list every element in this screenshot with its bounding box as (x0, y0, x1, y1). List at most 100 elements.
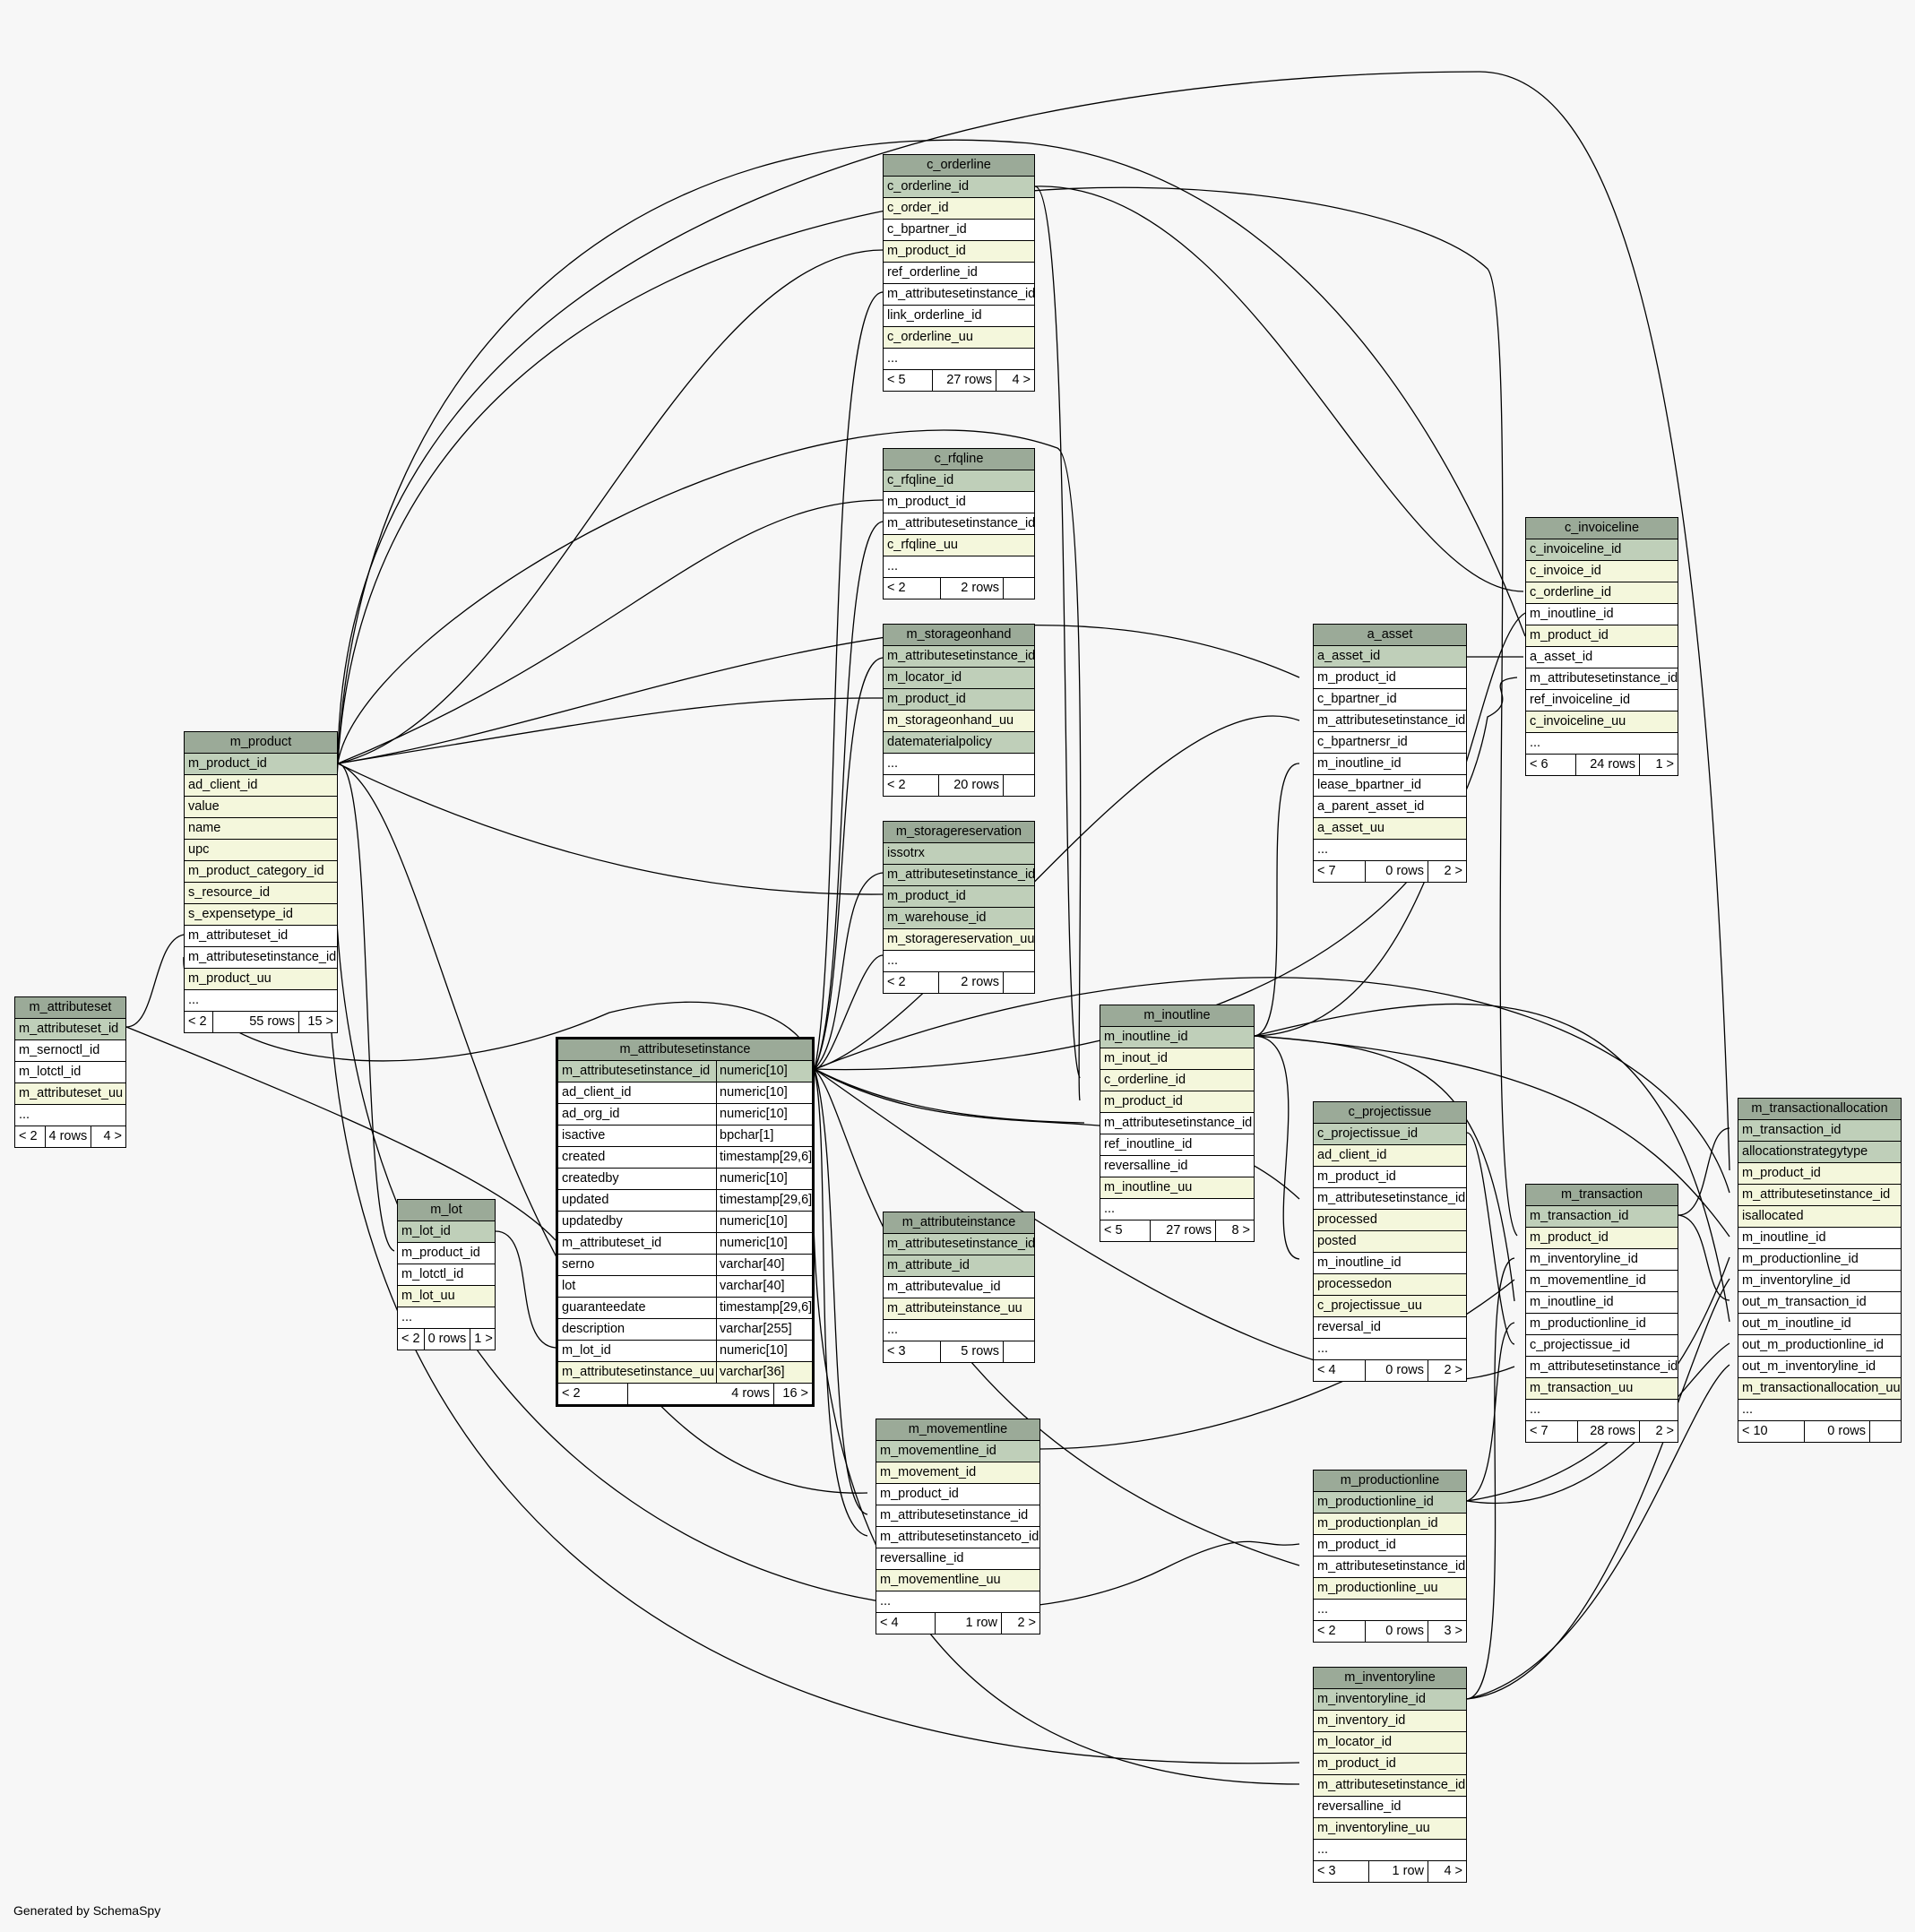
children-count[interactable]: 2 > (1444, 864, 1462, 878)
parents-count[interactable]: < 4 (876, 1613, 936, 1634)
table-column-row: s_expensetype_id (185, 904, 337, 926)
children-count[interactable]: 4 > (1444, 1864, 1462, 1878)
table-title: m_productionline (1314, 1471, 1466, 1492)
parents-count[interactable]: < 4 (1314, 1360, 1366, 1381)
parents-count[interactable]: < 10 (1738, 1421, 1805, 1442)
table-column-row: reversal_id (1314, 1317, 1466, 1339)
parents-count[interactable]: < 2 (15, 1126, 46, 1147)
children-count[interactable] (1870, 1421, 1901, 1442)
table-column-row: m_product_id (884, 492, 1034, 513)
children-count[interactable] (1004, 972, 1034, 993)
column-name: m_attributesetinstance_id (562, 1064, 711, 1078)
column-name: isactive (562, 1128, 606, 1143)
children-count[interactable] (1004, 578, 1034, 599)
column-type: varchar[40] (716, 1255, 812, 1275)
children-count[interactable]: 2 > (1444, 1363, 1462, 1377)
table-column-row: out_m_productionline_id (1738, 1335, 1901, 1357)
children-count[interactable]: 3 > (1444, 1624, 1462, 1638)
table-column-row: m_inoutline_id (1314, 1253, 1466, 1274)
column-name: ... (1317, 842, 1329, 857)
table-column-row: m_storageonhand_uu (884, 711, 1034, 732)
column-name: m_inventoryline_uu (1317, 1821, 1430, 1835)
column-name: upc (188, 842, 210, 857)
parents-count[interactable]: < 2 (884, 578, 941, 599)
children-count[interactable]: 4 > (1012, 373, 1031, 387)
parents-count[interactable]: < 2 (1314, 1621, 1366, 1642)
table-column-row: m_inoutline_id (1314, 754, 1466, 775)
column-name: m_product_id (1104, 1094, 1183, 1108)
children-count[interactable]: 15 > (307, 1014, 333, 1029)
table-column-row: ref_orderline_id (884, 263, 1034, 284)
table-column-row: m_inoutline_id (1738, 1228, 1901, 1249)
column-name: m_attributesetinstance_id (1317, 1778, 1466, 1792)
row-count: 2 rows (941, 578, 1004, 599)
column-name: m_product_id (1317, 1538, 1396, 1552)
row-count: 1 row (936, 1613, 1002, 1634)
column-name: m_attributesetinstance_uu (562, 1365, 715, 1379)
children-count[interactable]: 1 > (474, 1332, 493, 1346)
column-name: ... (1317, 1341, 1329, 1356)
table-column-row: m_movementline_id (1526, 1271, 1678, 1292)
column-name: m_movement_id (880, 1465, 977, 1479)
parents-count[interactable]: < 2 (558, 1384, 628, 1404)
column-name: out_m_inoutline_id (1742, 1316, 1851, 1331)
children-count[interactable]: 16 > (782, 1386, 808, 1401)
table-column-row: m_attributevalue_id (884, 1277, 1034, 1298)
row-count: 2 rows (939, 972, 1004, 993)
column-name: ... (188, 993, 200, 1007)
row-count: 5 rows (941, 1341, 1004, 1362)
parents-count[interactable]: < 2 (185, 1012, 213, 1032)
children-count[interactable] (1004, 775, 1034, 796)
parents-count[interactable]: < 6 (1526, 755, 1576, 775)
table-column-row: m_attributeinstance_uu (884, 1298, 1034, 1320)
parents-count[interactable]: < 7 (1526, 1421, 1578, 1442)
table-column-row: m_productionline_id (1738, 1249, 1901, 1271)
parents-count[interactable]: < 2 (398, 1329, 425, 1350)
children-count[interactable]: 1 > (1655, 757, 1674, 772)
table-column-row: m_product_id (398, 1243, 495, 1264)
column-name: m_product_id (880, 1487, 959, 1501)
parents-count[interactable]: < 5 (1100, 1220, 1151, 1241)
children-count[interactable]: 2 > (1017, 1616, 1036, 1630)
children-count[interactable]: 4 > (103, 1129, 122, 1143)
children-count[interactable]: 8 > (1231, 1223, 1250, 1238)
table-column-row: m_attributeset_id (185, 926, 337, 947)
children-count[interactable]: 2 > (1655, 1424, 1674, 1438)
parents-count[interactable]: < 3 (884, 1341, 941, 1362)
children-count[interactable] (1004, 1341, 1034, 1362)
parents-count[interactable]: < 7 (1314, 861, 1366, 882)
column-type: varchar[36] (716, 1362, 812, 1383)
column-name: m_movementline_id (880, 1444, 996, 1458)
parents-count[interactable]: < 3 (1314, 1861, 1369, 1882)
column-name: a_asset_id (1530, 650, 1593, 664)
parents-count[interactable]: < 5 (884, 370, 933, 391)
column-name: m_inventoryline_id (1530, 1252, 1638, 1266)
parents-count[interactable]: < 2 (884, 775, 939, 796)
table-column-row: m_storagereservation_uu (884, 929, 1034, 951)
parents-count[interactable]: < 2 (884, 972, 939, 993)
table-column-row: m_attributeset_id (15, 1019, 125, 1040)
table-column-row: m_product_id (185, 754, 337, 775)
